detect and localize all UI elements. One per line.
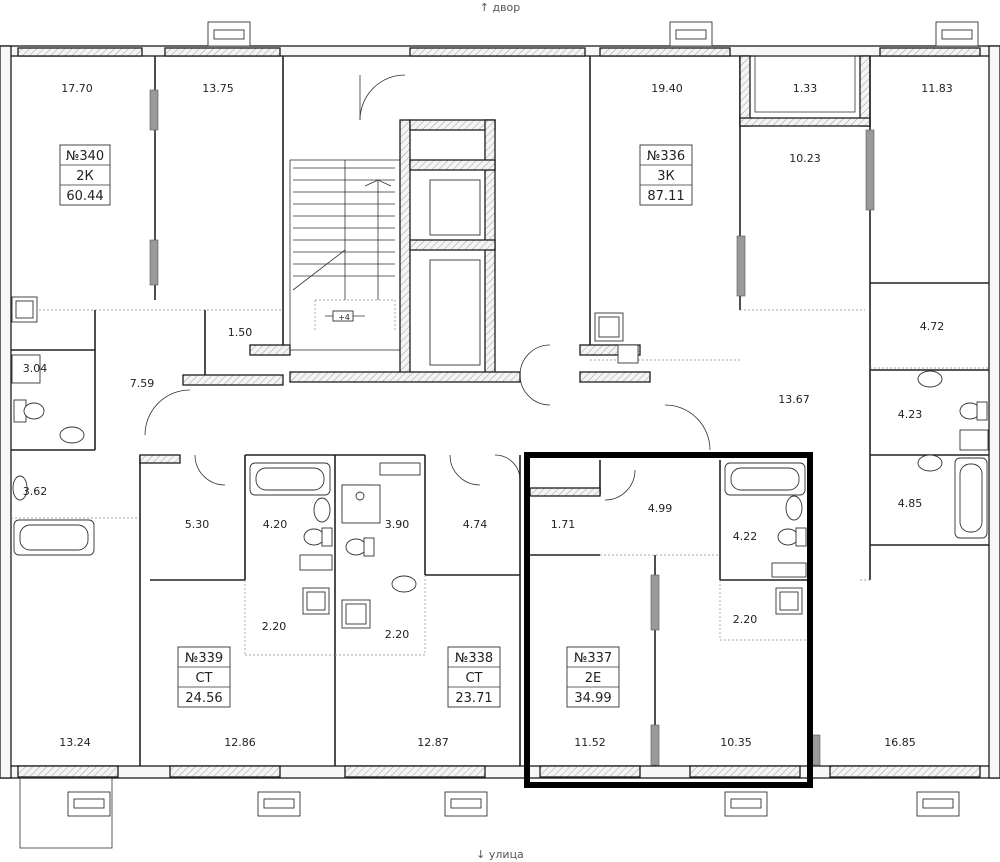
apartment-area: 87.11 [647,189,684,204]
room-area: 11.83 [921,82,953,95]
outer-walls [0,45,1000,779]
apartment-label-339[interactable]: №339 СТ 24.56 [177,646,231,708]
apartment-label-340[interactable]: №340 2К 60.44 [59,144,111,206]
apartment-type: СТ [465,671,482,686]
apartment-number: №339 [185,651,223,666]
room-area: 1.33 [793,82,818,95]
apartment-area: 23.71 [455,691,492,706]
room-area: 17.70 [61,82,93,95]
windows-top [207,21,979,47]
apartment-number: №338 [455,651,493,666]
apartment-area: 24.56 [185,691,222,706]
apartment-area: 34.99 [574,691,611,706]
apartment-label-338[interactable]: №338 СТ 23.71 [447,646,501,708]
room-area: 2.20 [385,628,410,641]
apartment-type: 3К [657,169,675,184]
orientation-top-label: ↑ двор [480,1,521,14]
room-area: 3.62 [23,485,48,498]
apartment-number: №336 [647,149,685,164]
room-area: 11.52 [574,736,606,749]
room-area: 2.20 [733,613,758,626]
room-area: 19.40 [651,82,683,95]
room-area: 10.23 [789,152,821,165]
room-area: 4.99 [648,502,673,515]
room-area: 2.20 [262,620,287,633]
room-area: 4.23 [898,408,923,421]
room-area: 4.72 [920,320,945,333]
selected-apartment-outline [524,452,813,788]
room-area: 10.35 [720,736,752,749]
room-areas: 17.70 13.75 19.40 1.33 11.83 10.23 1.50 … [23,82,953,749]
stair-level-mark: +4 [338,313,350,322]
room-area: 1.50 [228,326,253,339]
room-area: 3.04 [23,362,48,375]
room-area: 13.67 [778,393,810,406]
apartment-number: №340 [66,149,104,164]
orientation-bottom-label: ↓ улица [476,848,524,861]
apartment-type: СТ [195,671,212,686]
room-area: 12.87 [417,736,449,749]
apartment-area: 60.44 [66,189,103,204]
room-area: 13.24 [59,736,91,749]
apartment-type: 2Е [585,671,602,686]
room-area: 5.30 [185,518,210,531]
room-area: 7.59 [130,377,155,390]
bathroom-fixtures [11,296,989,629]
apartment-number: №337 [574,651,612,666]
partitions [11,55,989,766]
room-area: 1.71 [551,518,576,531]
room-area: 4.22 [733,530,758,543]
apartment-type: 2К [76,169,94,184]
room-area: 16.85 [884,736,916,749]
room-area: 3.90 [385,518,410,531]
room-area: 13.75 [202,82,234,95]
apartment-label-336[interactable]: №336 3К 87.11 [639,144,693,206]
room-area: 4.20 [263,518,288,531]
room-area: 4.74 [463,518,488,531]
staircase [292,160,396,330]
room-area: 12.86 [224,736,256,749]
room-area: 4.85 [898,497,923,510]
windows-bottom [19,777,960,849]
apartment-label-337[interactable]: №337 2Е 34.99 [566,646,620,708]
